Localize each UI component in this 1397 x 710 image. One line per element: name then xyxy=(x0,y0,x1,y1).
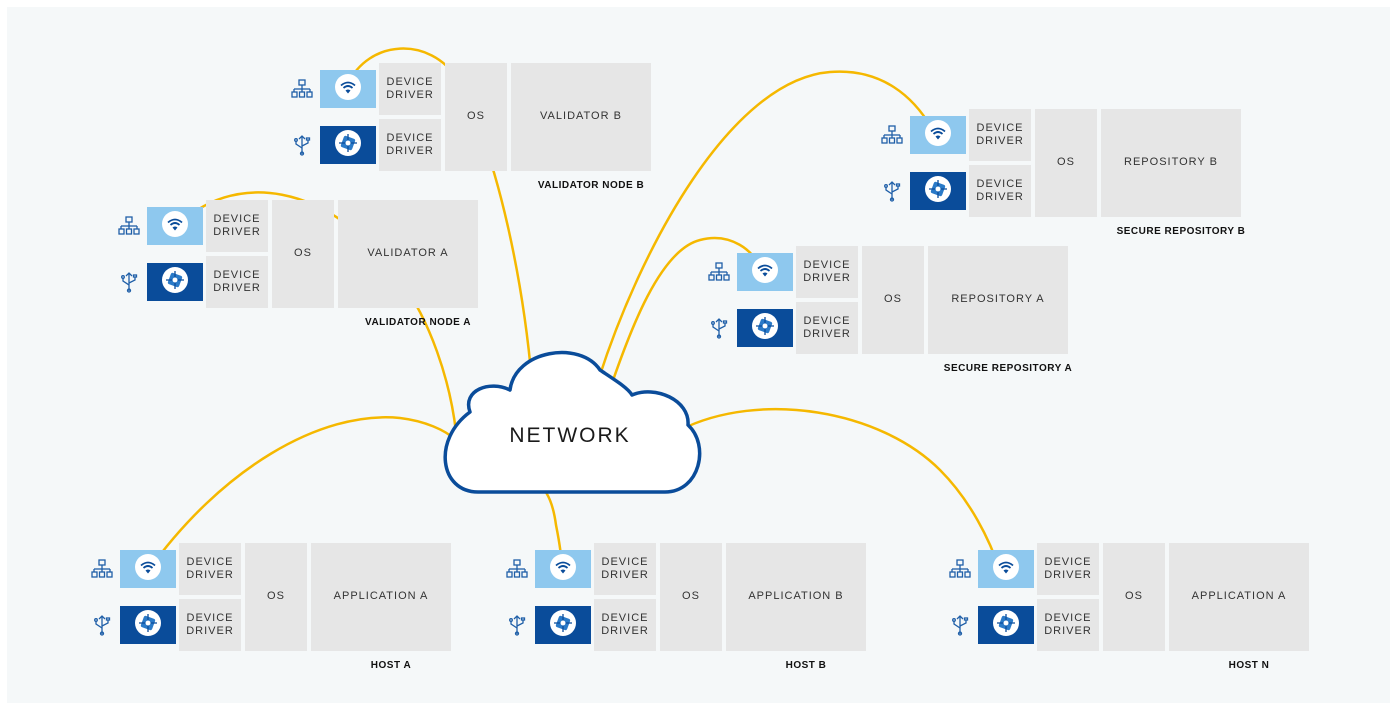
network-tree-icon xyxy=(881,124,903,146)
wifi-card xyxy=(147,207,203,245)
device-chip-icon xyxy=(751,312,779,345)
wifi-icon xyxy=(134,553,162,586)
usb-icon xyxy=(949,614,971,636)
device-driver-top: DEVICE DRIVER xyxy=(379,63,441,115)
node-label: SECURE REPOSITORY A xyxy=(943,363,1073,374)
device-driver-top: DEVICE DRIVER xyxy=(206,200,268,252)
device-driver-bottom: DEVICE DRIVER xyxy=(179,599,241,651)
usb-icon xyxy=(708,317,730,339)
app-cell: REPOSITORY B xyxy=(1101,109,1241,217)
node-validator-b: DEVICE DRIVER DEVICE DRIVER OS VALIDATOR… xyxy=(291,63,651,203)
wifi-card xyxy=(320,70,376,108)
usb-device-card xyxy=(737,309,793,347)
node-repo-b: DEVICE DRIVER DEVICE DRIVER OS REPOSITOR… xyxy=(881,109,1245,249)
link-repo-a xyxy=(607,236,764,394)
wifi-icon xyxy=(924,119,952,152)
network-tree-icon xyxy=(291,78,313,100)
usb-device-card xyxy=(120,606,176,644)
network-tree-icon xyxy=(708,261,730,283)
usb-icon xyxy=(91,614,113,636)
device-driver-top: DEVICE DRIVER xyxy=(796,246,858,298)
os-cell: OS xyxy=(1103,543,1165,651)
usb-icon xyxy=(118,271,140,293)
node-label: HOST A xyxy=(370,660,412,671)
node-host-n: DEVICE DRIVER DEVICE DRIVER OS APPLICATI… xyxy=(949,543,1309,683)
app-cell: VALIDATOR A xyxy=(338,200,478,308)
os-cell: OS xyxy=(272,200,334,308)
network-tree-icon xyxy=(506,558,528,580)
usb-device-card xyxy=(978,606,1034,644)
app-cell: APPLICATION A xyxy=(1169,543,1309,651)
node-host-b: DEVICE DRIVER DEVICE DRIVER OS APPLICATI… xyxy=(506,543,866,683)
wifi-card xyxy=(535,550,591,588)
wifi-card xyxy=(978,550,1034,588)
usb-icon xyxy=(291,134,313,156)
link-host-a xyxy=(146,416,458,573)
usb-icon xyxy=(506,614,528,636)
device-chip-icon xyxy=(334,129,362,162)
wifi-icon xyxy=(161,210,189,243)
device-driver-top: DEVICE DRIVER xyxy=(1037,543,1099,595)
network-tree-icon xyxy=(118,215,140,237)
wifi-card xyxy=(910,116,966,154)
device-driver-bottom: DEVICE DRIVER xyxy=(206,256,268,308)
node-label: SECURE REPOSITORY B xyxy=(1116,226,1246,237)
usb-device-card xyxy=(910,172,966,210)
device-chip-icon xyxy=(549,609,577,642)
network-tree-icon xyxy=(949,558,971,580)
os-cell: OS xyxy=(445,63,507,171)
link-repo-b xyxy=(597,70,938,380)
wifi-card xyxy=(737,253,793,291)
device-driver-bottom: DEVICE DRIVER xyxy=(1037,599,1099,651)
device-driver-bottom: DEVICE DRIVER xyxy=(969,165,1031,217)
device-driver-bottom: DEVICE DRIVER xyxy=(379,119,441,171)
node-validator-a: DEVICE DRIVER DEVICE DRIVER OS VALIDATOR… xyxy=(118,200,478,340)
network-tree-icon xyxy=(91,558,113,580)
node-repo-a: DEVICE DRIVER DEVICE DRIVER OS REPOSITOR… xyxy=(708,246,1072,386)
network-label: NETWORK xyxy=(509,424,631,447)
os-cell: OS xyxy=(862,246,924,354)
wifi-icon xyxy=(334,73,362,106)
node-label: VALIDATOR NODE A xyxy=(365,317,471,328)
usb-icon xyxy=(881,180,903,202)
device-driver-top: DEVICE DRIVER xyxy=(969,109,1031,161)
device-chip-icon xyxy=(924,175,952,208)
node-host-a: DEVICE DRIVER DEVICE DRIVER OS APPLICATI… xyxy=(91,543,451,683)
usb-device-card xyxy=(147,263,203,301)
usb-device-card xyxy=(320,126,376,164)
wifi-icon xyxy=(751,256,779,289)
device-driver-bottom: DEVICE DRIVER xyxy=(594,599,656,651)
wifi-card xyxy=(120,550,176,588)
app-cell: APPLICATION A xyxy=(311,543,451,651)
link-host-n xyxy=(678,408,1002,573)
device-chip-icon xyxy=(134,609,162,642)
wifi-icon xyxy=(992,553,1020,586)
wifi-icon xyxy=(549,553,577,586)
os-cell: OS xyxy=(245,543,307,651)
os-cell: OS xyxy=(660,543,722,651)
device-driver-top: DEVICE DRIVER xyxy=(179,543,241,595)
device-chip-icon xyxy=(161,266,189,299)
os-cell: OS xyxy=(1035,109,1097,217)
usb-device-card xyxy=(535,606,591,644)
app-cell: REPOSITORY A xyxy=(928,246,1068,354)
app-cell: VALIDATOR B xyxy=(511,63,651,171)
node-label: VALIDATOR NODE B xyxy=(537,180,645,191)
node-label: HOST B xyxy=(785,660,827,671)
device-driver-top: DEVICE DRIVER xyxy=(594,543,656,595)
device-driver-bottom: DEVICE DRIVER xyxy=(796,302,858,354)
app-cell: APPLICATION B xyxy=(726,543,866,651)
device-chip-icon xyxy=(992,609,1020,642)
node-label: HOST N xyxy=(1228,660,1270,671)
